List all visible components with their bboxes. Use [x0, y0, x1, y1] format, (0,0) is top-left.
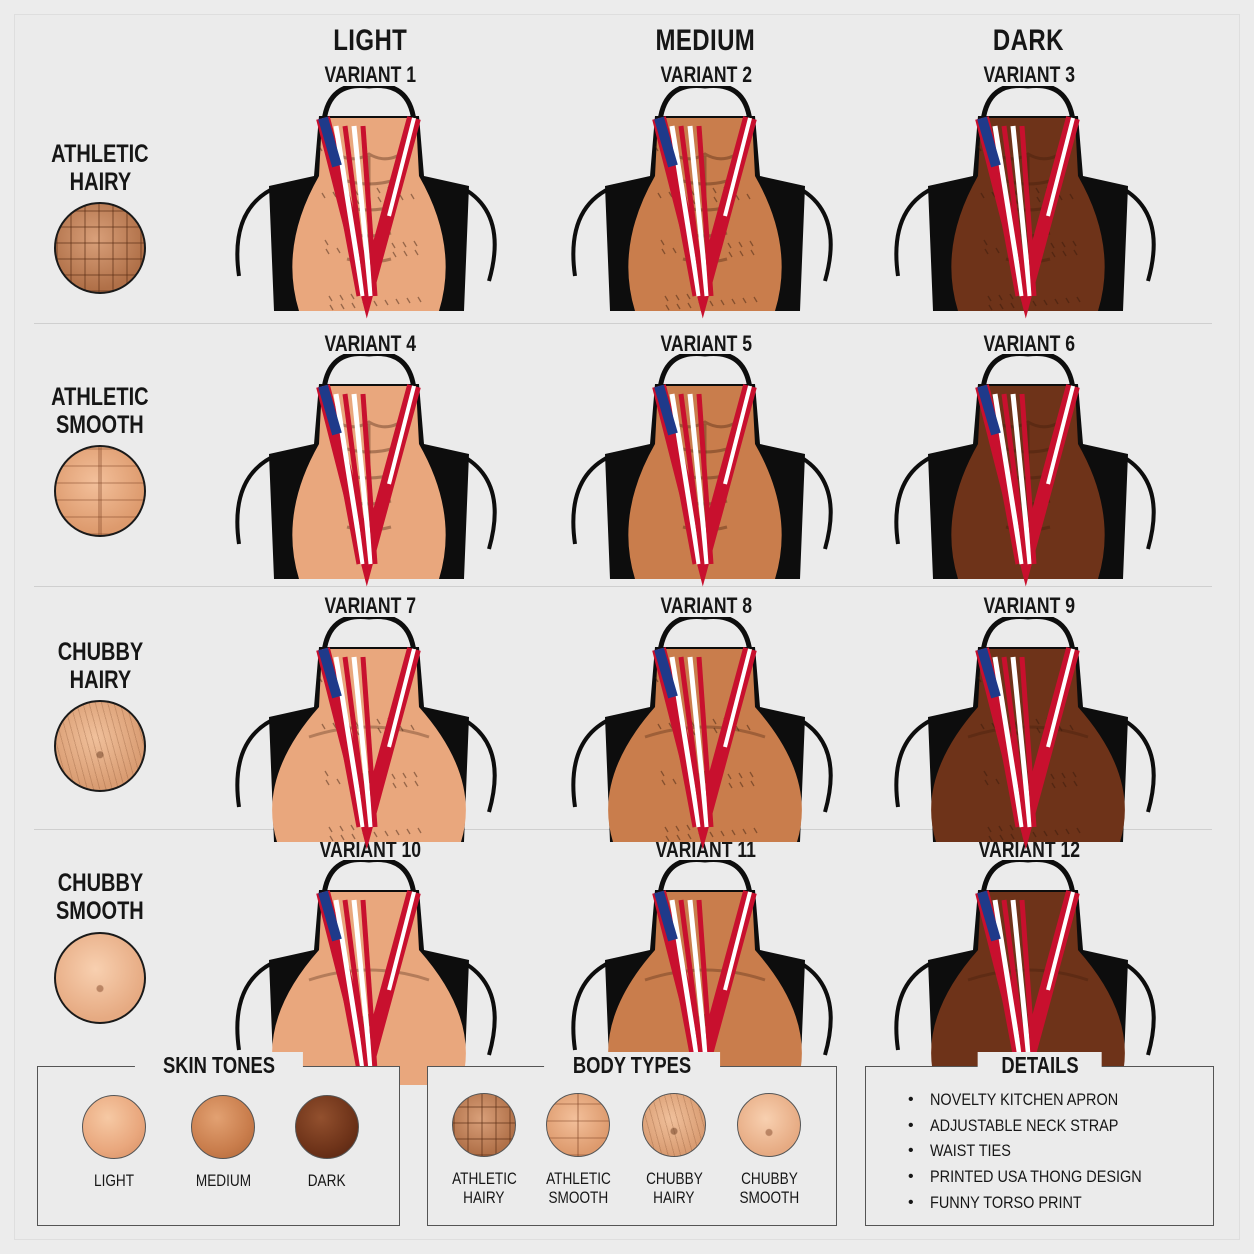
torso-swatch-icon [54, 700, 146, 792]
body-types-title: BODY TYPES [544, 1052, 720, 1079]
skin-tones-panel: SKIN TONES LIGHT MEDIUM DARK [37, 1052, 400, 1226]
details-item: WAIST TIES [908, 1138, 1179, 1164]
row-divider [34, 323, 1212, 324]
variant-label: VARIANT 9 [983, 593, 1075, 618]
apron-image [219, 860, 519, 1095]
apron-image [878, 860, 1178, 1095]
column-header-light: LIGHT [333, 24, 407, 57]
torso-swatch-icon [642, 1093, 706, 1157]
variant-label: VARIANT 5 [660, 331, 752, 356]
apron-image [555, 617, 855, 852]
skin-tone-swatch-icon [82, 1095, 146, 1159]
skin-tone-label: LIGHT [93, 1171, 135, 1190]
torso-swatch-icon [54, 445, 146, 537]
details-list: NOVELTY KITCHEN APRON ADJUSTABLE NECK ST… [908, 1087, 1179, 1215]
torso-swatch-icon [54, 202, 146, 294]
apron-image [555, 86, 855, 321]
torso-swatch-icon [54, 932, 146, 1024]
apron-image [878, 86, 1178, 321]
torso-swatch-icon [452, 1093, 516, 1157]
variant-label: VARIANT 6 [983, 331, 1075, 356]
details-panel: DETAILS NOVELTY KITCHEN APRON ADJUSTABLE… [865, 1052, 1214, 1226]
apron-image [555, 860, 855, 1095]
torso-swatch-icon [546, 1093, 610, 1157]
variant-label: VARIANT 7 [324, 593, 416, 618]
variant-label: VARIANT 3 [983, 62, 1075, 87]
variant-label: VARIANT 2 [660, 62, 752, 87]
apron-image [878, 354, 1178, 589]
skin-tone-swatch-icon [295, 1095, 359, 1159]
details-item: FUNNY TORSO PRINT [908, 1190, 1179, 1216]
details-item: NOVELTY KITCHEN APRON [908, 1087, 1179, 1113]
torso-swatch-icon [737, 1093, 801, 1157]
variant-label: VARIANT 4 [324, 331, 416, 356]
skin-tone-swatch-icon [191, 1095, 255, 1159]
variant-label: VARIANT 1 [324, 62, 416, 87]
apron-image [219, 86, 519, 321]
skin-tone-label: MEDIUM [195, 1171, 251, 1190]
details-title: DETAILS [977, 1052, 1102, 1079]
column-header-medium: MEDIUM [655, 24, 755, 57]
column-header-dark: DARK [992, 24, 1064, 57]
apron-image [219, 354, 519, 589]
apron-image [555, 354, 855, 589]
details-item: ADJUSTABLE NECK STRAP [908, 1113, 1179, 1139]
details-item: PRINTED USA THONG DESIGN [908, 1164, 1179, 1190]
skin-tones-title: SKIN TONES [134, 1052, 303, 1079]
apron-image [219, 617, 519, 852]
row-divider [34, 586, 1212, 587]
apron-image [878, 617, 1178, 852]
skin-tone-label: DARK [308, 1171, 346, 1190]
variant-label: VARIANT 8 [660, 593, 752, 618]
